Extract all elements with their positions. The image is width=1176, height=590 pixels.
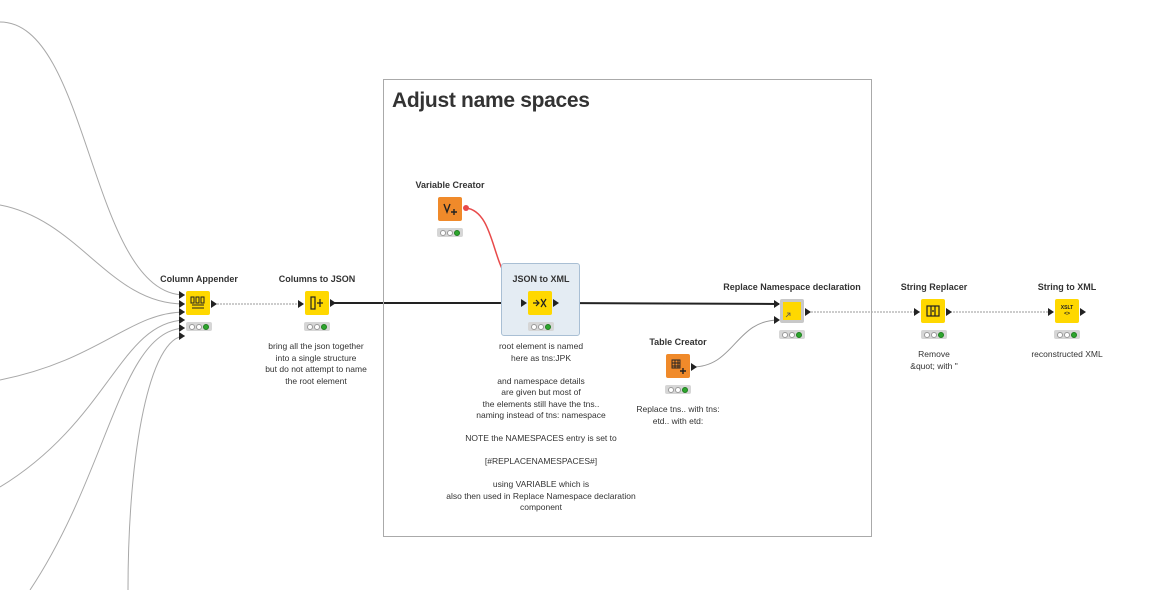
columns-to-json-node[interactable] [305,291,329,315]
columns-to-json-note: bring all the json together into a singl… [265,341,367,386]
table-creator-note: Replace tns.. with tns: etd.. with etd: [636,404,720,426]
status-light-green [1071,331,1078,338]
node-status [665,385,691,394]
input-port[interactable] [179,316,185,324]
status-light-green [796,331,803,338]
node-status [304,322,330,331]
table-creator-label: Table Creator [649,337,707,347]
input-port[interactable] [521,299,527,307]
status-light [667,386,674,393]
status-light [306,323,313,330]
status-light [188,323,195,330]
output-port[interactable] [691,363,697,371]
variable-creator-label: Variable Creator [415,180,485,190]
json-to-xml-label: JSON to XML [512,274,570,284]
status-light [439,229,446,236]
output-port[interactable] [330,299,336,307]
incoming-connection[interactable] [0,311,186,381]
output-port[interactable] [553,299,559,307]
incoming-connection[interactable] [0,319,186,488]
incoming-connection[interactable] [0,21,186,296]
status-light-green [321,323,328,330]
input-port[interactable] [179,291,185,299]
incoming-connection[interactable] [0,204,186,305]
input-port[interactable] [179,308,185,316]
node-status [186,322,212,331]
status-light [537,323,544,330]
incoming-connection[interactable] [127,335,186,590]
node-status [779,330,805,339]
input-port[interactable] [914,308,920,316]
output-port[interactable] [211,300,217,308]
input-port[interactable] [298,300,304,308]
status-light-green [682,386,689,393]
connection-xml-to-replace[interactable] [555,302,780,305]
input-port[interactable] [774,316,780,324]
status-light [1063,331,1070,338]
status-light-green [203,323,210,330]
string-replacer-node[interactable] [921,299,945,323]
string-replacer-note: Remove &quot; with " [910,349,958,371]
status-light-green [545,323,552,330]
table-creator-node[interactable] [666,354,690,378]
table-creator-icon [671,359,686,374]
string-to-xml-node[interactable]: XSLT<> [1055,299,1079,323]
string-replacer-icon [926,305,940,317]
xslt-icon-text: XSLT [1060,305,1074,311]
json-to-xml-note: root element is named here as tns:JPK an… [446,341,636,512]
flow-variable-out-port[interactable] [463,205,469,211]
node-status [528,322,554,331]
column-appender-label: Column Appender [160,274,238,284]
output-port[interactable] [946,308,952,316]
node-status [921,330,947,339]
columns-to-json-icon [310,296,323,310]
status-light-green [454,229,461,236]
input-port[interactable] [179,332,185,340]
annotation-title: Adjust name spaces [392,89,590,112]
input-port[interactable] [1048,308,1054,316]
xslt-icon: XSLT<> [1060,305,1074,317]
status-light [781,331,788,338]
columns-to-json-label: Columns to JSON [278,274,356,284]
input-port[interactable] [179,300,185,308]
json-to-xml-icon [533,298,547,308]
variable-creator-icon [443,203,457,215]
input-port[interactable] [179,324,185,332]
output-port[interactable] [1080,308,1086,316]
string-to-xml-note: reconstructed XML [1031,349,1103,359]
status-light [1056,331,1063,338]
incoming-connection[interactable] [29,327,186,590]
variable-creator-node[interactable] [438,197,462,221]
status-light [446,229,453,236]
node-status [437,228,463,237]
output-port[interactable] [805,308,811,316]
component-link-icon [785,312,791,318]
connection-table-to-replace[interactable] [691,319,780,368]
string-replacer-label: String Replacer [900,282,968,292]
status-light [674,386,681,393]
column-appender-icon [190,296,205,309]
status-light [930,331,937,338]
status-light [530,323,537,330]
annotation-box[interactable] [383,79,872,537]
string-to-xml-label: String to XML [1037,282,1097,292]
status-light [195,323,202,330]
status-light-green [938,331,945,338]
status-light [313,323,320,330]
json-to-xml-node[interactable] [528,291,552,315]
replace-namespace-label: Replace Namespace declaration [723,282,861,292]
status-light [923,331,930,338]
node-status [1054,330,1080,339]
replace-namespace-node[interactable] [780,299,804,323]
component-icon [783,302,801,320]
input-port[interactable] [774,300,780,308]
column-appender-node[interactable] [186,291,210,315]
status-light [788,331,795,338]
